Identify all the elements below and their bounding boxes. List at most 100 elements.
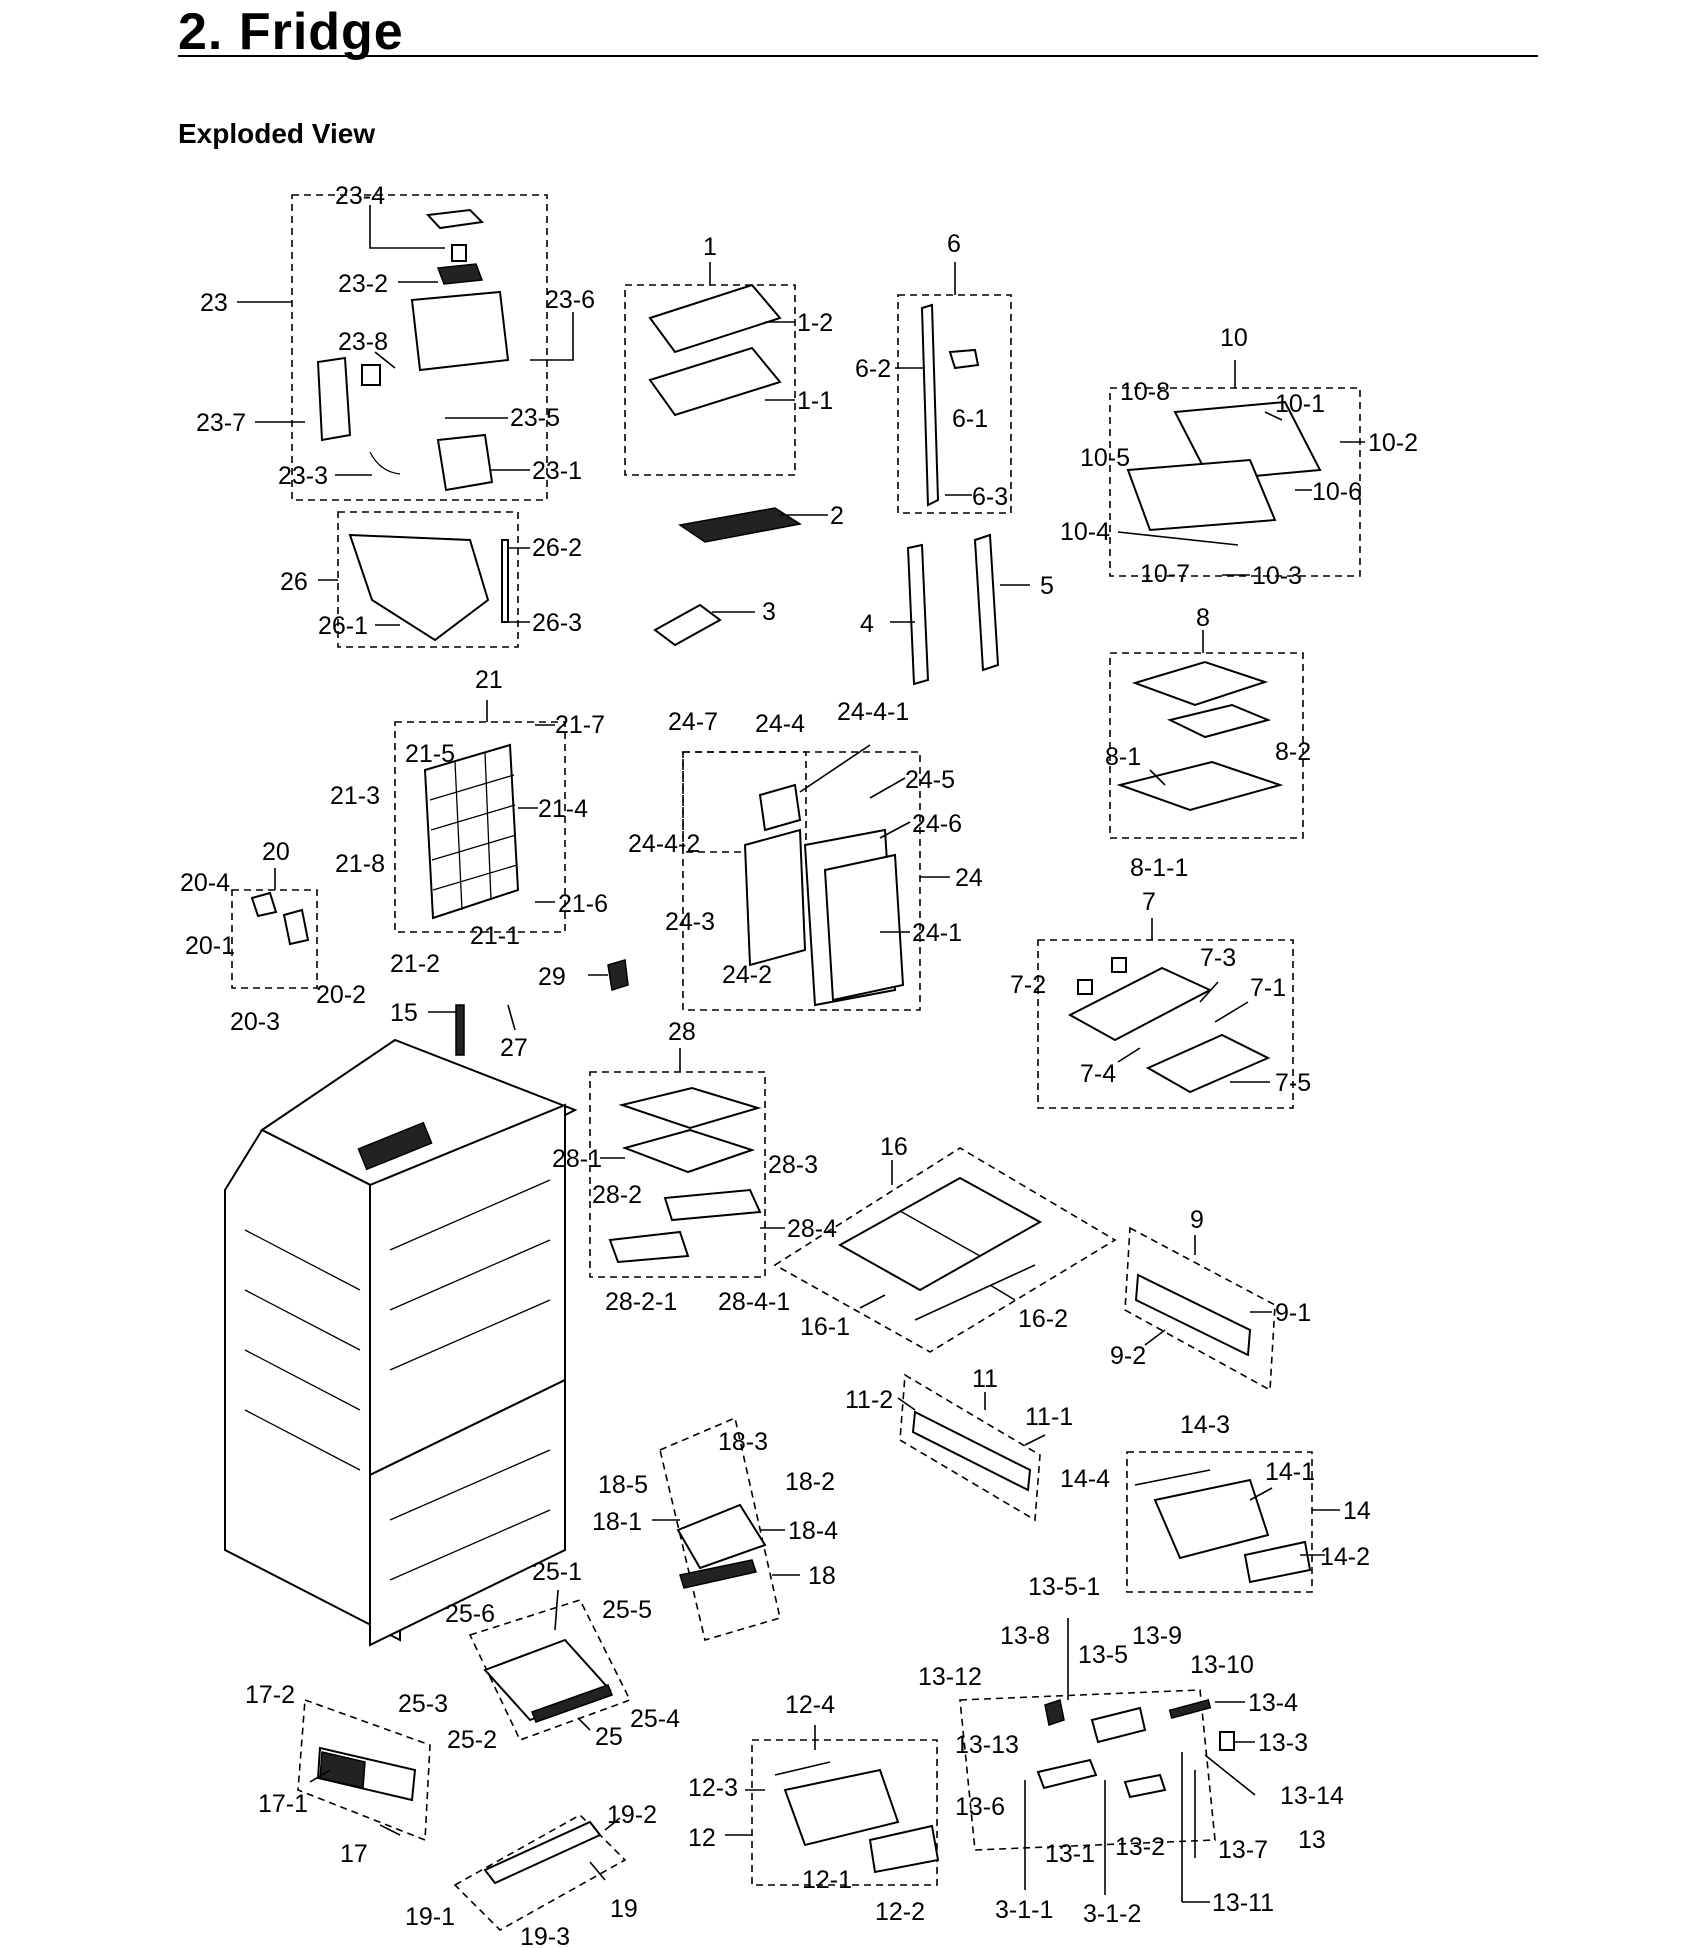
box-23-icemaker: [291, 194, 548, 501]
icemaker-auger-housing: [410, 290, 510, 372]
callout-13-5-1: 13-5-1: [1028, 1573, 1100, 1601]
cover-18-top: [676, 1503, 767, 1570]
leader-8-1: [1149, 769, 1166, 786]
drawer-14-bin: [1153, 1478, 1270, 1560]
cabinet-front-lower: [369, 1378, 566, 1647]
callout-23-8: 23-8: [338, 328, 388, 356]
callout-20-1: 20-1: [185, 932, 235, 960]
callout-13-12: 13-12: [918, 1663, 982, 1691]
part-13-8: [1044, 1699, 1065, 1726]
leader-17-1: [309, 1769, 331, 1783]
page-title: 2. Fridge: [178, 3, 404, 61]
callout-24-4: 24-4: [755, 710, 805, 738]
callout-20-2: 20-2: [316, 981, 366, 1009]
part-13-2: [1123, 1773, 1167, 1799]
callout-23-3: 23-3: [278, 462, 328, 490]
box-9-rail: [1124, 1226, 1276, 1392]
cabinet-shelf-line-1: [389, 1179, 551, 1251]
callout-7-3: 7-3: [1200, 944, 1236, 972]
callout-25-1: 25-1: [532, 1558, 582, 1586]
leader-lines: [237, 205, 1365, 1903]
cabinet-side-line-3: [244, 1349, 361, 1411]
evaporator-grid: [423, 743, 520, 920]
box-26-bucket: [337, 511, 519, 648]
cover-17-1: [319, 1751, 366, 1789]
callout-1-2: 1-2: [797, 309, 833, 337]
callout-1: 1: [703, 233, 717, 261]
box-12-drawer: [751, 1739, 938, 1886]
callout-14-4: 14-4: [1060, 1465, 1110, 1493]
callout-19-1: 19-1: [405, 1903, 455, 1931]
callout-21-5: 21-5: [405, 740, 455, 768]
icemaker-wire: [369, 451, 401, 475]
callout-10-3: 10-3: [1252, 562, 1302, 590]
callout-13-11: 13-11: [1212, 1889, 1274, 1917]
drawer-14-rod: [1134, 1469, 1211, 1486]
shelf-16-strip: [914, 1264, 1036, 1321]
evaporator-mesh-5: [454, 761, 463, 911]
callout-21-1: 21-1: [470, 922, 520, 950]
callout-6-1: 6-1: [952, 405, 988, 433]
box-24-4-sub: [682, 751, 807, 853]
part-13-5: [1090, 1706, 1147, 1744]
callout-18-1: 18-1: [592, 1508, 642, 1536]
damper-20-1: [282, 908, 310, 946]
callout-7: 7: [1142, 888, 1156, 916]
callout-18-4: 18-4: [788, 1517, 838, 1545]
cabinet-shelf-line-5: [389, 1509, 551, 1581]
callout-28-4-1: 28-4-1: [718, 1288, 790, 1316]
callout-25-6: 25-6: [445, 1600, 495, 1628]
cover-24-front: [823, 853, 905, 1002]
box-7-shelf: [1037, 939, 1294, 1109]
cabinet-shelf-line-3: [389, 1299, 551, 1371]
evaporator-mesh-1: [429, 774, 515, 801]
callout-13-3: 13-3: [1258, 1729, 1308, 1757]
leader-23-8: [374, 351, 396, 369]
callout-23-5: 23-5: [510, 404, 560, 432]
callout-17-2: 17-2: [245, 1681, 295, 1709]
callout-24-7: 24-7: [668, 708, 718, 736]
part-27: [507, 1004, 516, 1031]
callout-6: 6: [947, 230, 961, 258]
leader-19-2: [604, 1817, 621, 1831]
callout-24-4-1: 24-4-1: [837, 698, 909, 726]
box-19-cover: [453, 1814, 627, 1931]
callout-28-2-1: 28-2-1: [605, 1288, 677, 1316]
callout-labels: 23-4 23 23-2 23-6 23-8 23-7 23-5 23-3 23…: [180, 182, 1418, 1948]
callout-16-1: 16-1: [800, 1313, 850, 1341]
callout-24-4-2: 24-4-2: [628, 830, 700, 858]
cover-28-4: [663, 1188, 762, 1222]
callout-7-2: 7-2: [1010, 971, 1046, 999]
cover-24-duct: [743, 828, 807, 967]
callout-10: 10: [1220, 324, 1248, 352]
callout-23-1: 23-1: [532, 457, 582, 485]
clip-7-2b: [1111, 957, 1127, 973]
title-rule: [178, 55, 1538, 57]
part-3-block: [653, 603, 722, 647]
box-11-rail: [899, 1373, 1041, 1522]
part-13-3: [1219, 1731, 1235, 1751]
panel-plate-bottom: [648, 346, 782, 417]
leader-10-1: [1264, 411, 1283, 421]
callout-21-4: 21-4: [538, 795, 588, 823]
callout-18-2: 18-2: [785, 1468, 835, 1496]
callout-24-5: 24-5: [905, 766, 955, 794]
part-15: [455, 1004, 465, 1056]
icemaker-bracket: [316, 356, 352, 442]
callout-13: 13: [1298, 1826, 1326, 1854]
leader-14-1: [1249, 1487, 1273, 1501]
box-17-cover: [297, 1698, 431, 1842]
callout-21-6: 21-6: [558, 890, 608, 918]
callout-15: 15: [390, 999, 418, 1027]
box-18-cover: [659, 1416, 781, 1642]
callout-18: 18: [808, 1562, 836, 1590]
rail-4: [906, 543, 930, 686]
drawer-12-front: [868, 1824, 940, 1874]
callout-26-3: 26-3: [532, 609, 582, 637]
bracket-6-1: [948, 348, 980, 370]
callout-4: 4: [860, 610, 874, 638]
callout-10-1: 10-1: [1275, 390, 1325, 418]
callout-26: 26: [280, 568, 308, 596]
icemaker-switch: [361, 364, 381, 386]
callout-18-3: 18-3: [718, 1428, 768, 1456]
